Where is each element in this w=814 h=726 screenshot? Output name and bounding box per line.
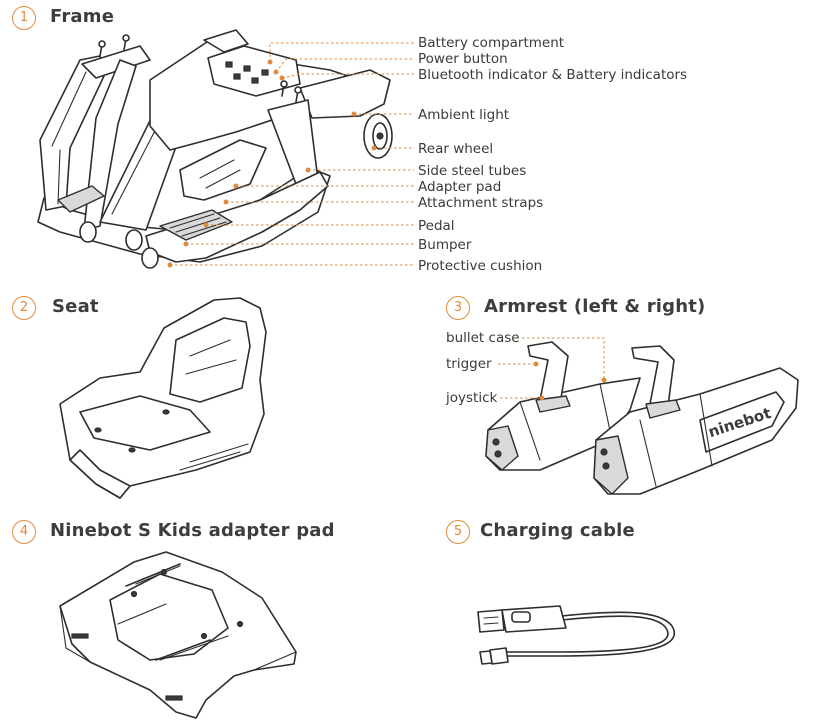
label-power-button: Power button — [418, 51, 508, 67]
label-joystick: joystick — [446, 390, 498, 406]
section-number-frame: 1 — [12, 6, 36, 30]
section-number-adapter-pad: 4 — [12, 520, 36, 544]
label-trigger: trigger — [446, 356, 492, 372]
label-bluetooth-battery-indicators: Bluetooth indicator & Battery indicators — [418, 67, 688, 83]
label-rear-wheel: Rear wheel — [418, 141, 494, 157]
section-number-armrest: 3 — [446, 296, 470, 320]
section-title-charging-cable: Charging cable — [480, 520, 635, 541]
label-pedal: Pedal — [418, 218, 455, 234]
label-ambient-light: Ambient light — [418, 107, 510, 123]
section-number-seat: 2 — [12, 296, 36, 320]
section-title-adapter-pad: Ninebot S Kids adapter pad — [50, 520, 335, 541]
label-adapter-pad: Adapter pad — [418, 179, 502, 195]
label-bullet-case: bullet case — [446, 330, 520, 346]
label-bumper: Bumper — [418, 237, 472, 253]
label-side-steel-tubes: Side steel tubes — [418, 163, 527, 179]
label-attachment-straps: Attachment straps — [418, 195, 544, 211]
section-title-seat: Seat — [52, 296, 99, 317]
section-number-charging-cable: 5 — [446, 520, 470, 544]
label-battery-compartment: Battery compartment — [418, 35, 565, 51]
section-title-armrest: Armrest (left & right) — [484, 296, 706, 317]
section-title-frame: Frame — [50, 6, 115, 27]
label-protective-cushion: Protective cushion — [418, 258, 543, 274]
